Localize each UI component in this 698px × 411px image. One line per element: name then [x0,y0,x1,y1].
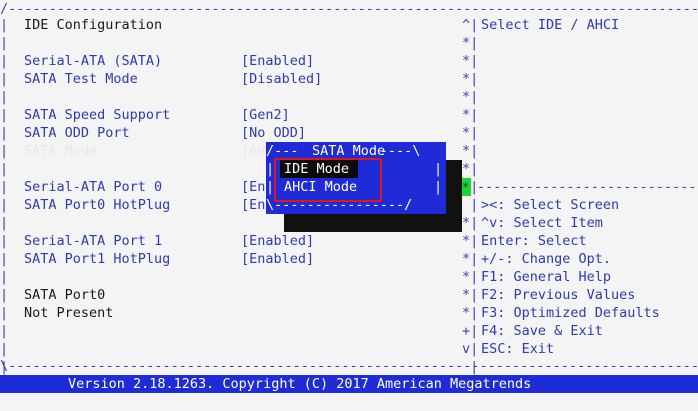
help-separator: --------------------------------- [477,179,698,195]
setting-value-sata-mode[interactable]: [AH [241,143,266,159]
setting-value-sata-port1[interactable]: [Enabled] [241,233,315,249]
key-help-esc: ESC: Exit [481,341,555,357]
setting-value-sata-port1-hotplug[interactable]: [Enabled] [241,251,315,267]
popup-option-ahci-mode[interactable]: AHCI Mode [284,179,358,195]
footer-bar: Version 2.18.1263. Copyright (C) 2017 Am… [0,375,698,393]
setting-label-sata-port1-hotplug[interactable]: SATA Port1 HotPlug [24,251,171,267]
key-help-change-opt: +/-: Change Opt. [481,251,612,267]
key-help-select-item: ^v: Select Item [481,215,603,231]
setting-label-sata-port0-hotplug[interactable]: SATA Port0 HotPlug [24,197,171,213]
setting-value-sata-port0-hotplug[interactable]: [En [241,197,266,213]
setting-value-sata-port0[interactable]: [En [241,179,266,195]
setting-label-sata-speed[interactable]: SATA Speed Support [24,107,171,123]
bottom-margin [0,393,698,411]
popup-selection-highlight [280,160,358,178]
left-border: | | | | | | | | | | | | | | | | | | | | [0,17,9,375]
port-status-value: Not Present [24,305,114,321]
scroll-thumb[interactable]: * [462,178,471,196]
key-help-f2: F2: Previous Values [481,287,636,303]
help-title: Select IDE / AHCI [481,17,620,33]
setting-value-sata-test-mode[interactable]: [Disabled] [241,71,323,87]
setting-label-sata-test-mode[interactable]: SATA Test Mode [24,71,138,87]
setting-value-sata-odd-port[interactable]: [No ODD] [241,125,307,141]
popup-option-ide-mode[interactable]: IDE Mode [284,161,350,177]
footer-version-text: Version 2.18.1263. Copyright (C) 2017 Am… [68,376,532,392]
port-status-label: SATA Port0 [24,287,106,303]
popup-top-border: /--- ----\ [266,143,421,159]
setting-label-sata-mode[interactable]: SATA Mode [24,143,98,159]
annotation-highlight-box [274,158,382,202]
key-help-f3: F3: Optimized Defaults [481,305,660,321]
key-help-f4: F4: Save & Exit [481,323,603,339]
key-help-select-screen: ><: Select Screen [481,197,620,213]
setting-value-sata-speed[interactable]: [Gen2] [241,107,290,123]
setting-value-sata[interactable]: [Enabled] [241,53,315,69]
setting-label-sata-odd-port[interactable]: SATA ODD Port [24,125,130,141]
popup-title: SATA Mode [312,143,386,159]
setting-label-sata-port1[interactable]: Serial-ATA Port 1 [24,233,163,249]
popup-right-edge: | | [434,161,443,195]
popup-left-edge: | | [266,161,275,195]
setting-label-sata[interactable]: Serial-ATA (SATA) [24,53,163,69]
panel-divider: ^| *| *| *| *| *| *| *| *| *| | *| *| *|… [462,17,479,375]
setting-label-sata-port0[interactable]: Serial-ATA Port 0 [24,179,163,195]
page-title: IDE Configuration [24,17,163,33]
top-border: /---------------------------------------… [0,1,698,17]
bottom-border: \---------------------------------------… [0,358,698,374]
key-help-f1: F1: General Help [481,269,612,285]
key-help-enter: Enter: Select [481,233,587,249]
